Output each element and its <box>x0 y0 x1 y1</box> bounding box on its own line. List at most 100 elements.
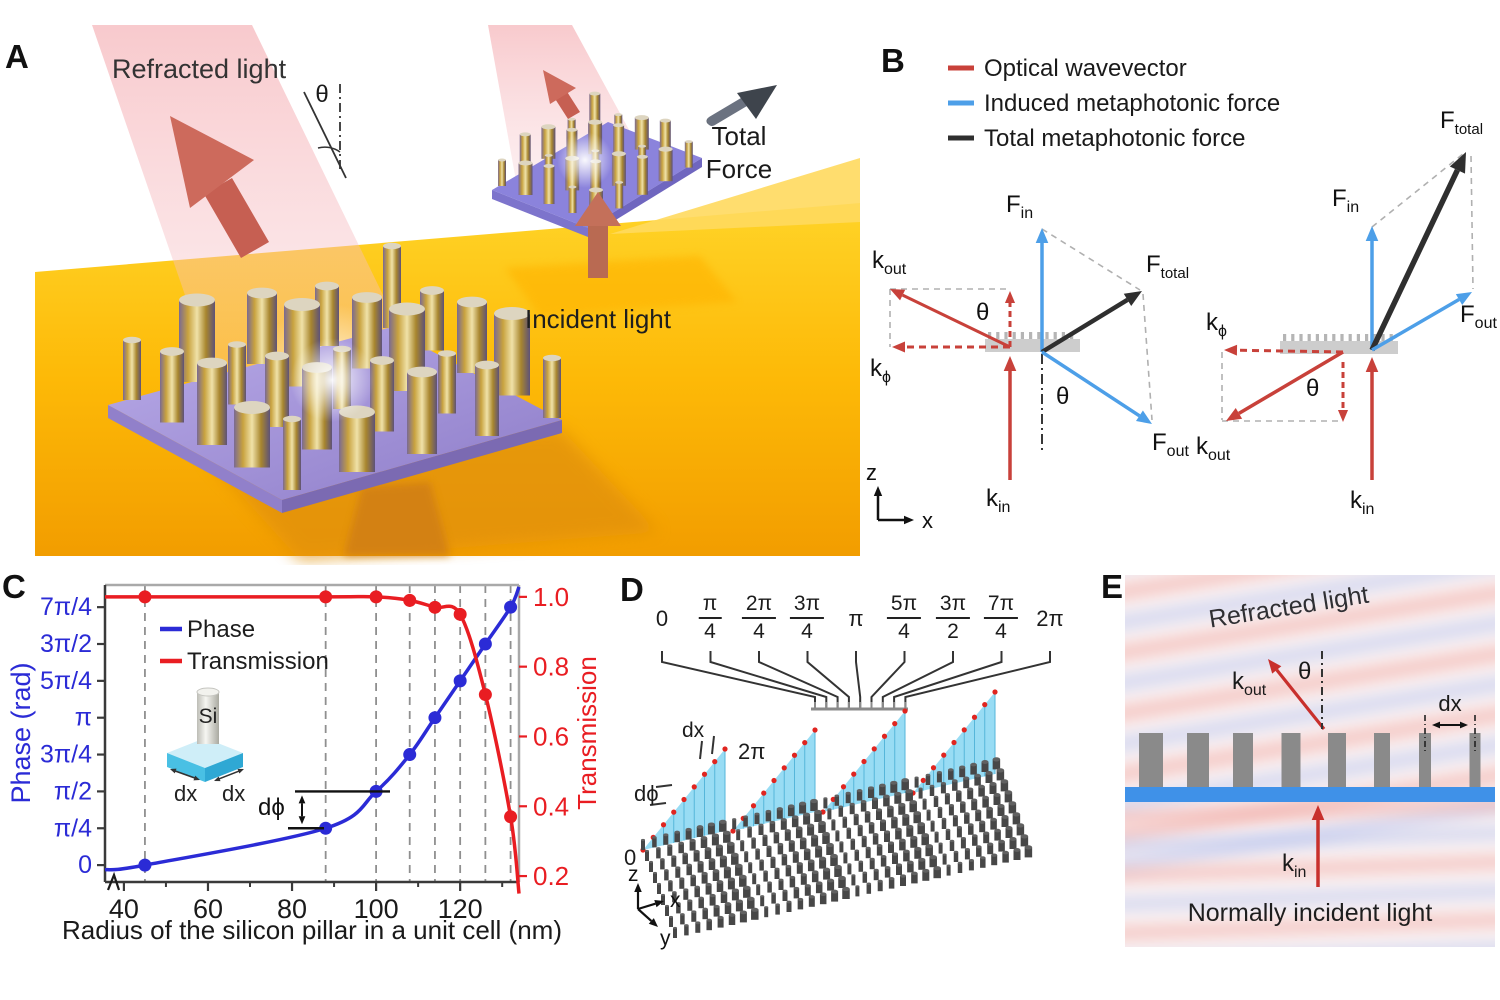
pillar-top <box>179 293 215 307</box>
array-pillar-top <box>775 903 780 906</box>
array-pillar <box>769 822 776 833</box>
array-pillar <box>888 843 894 853</box>
array-pillar-top <box>949 839 955 843</box>
array-pillar-top <box>996 768 1005 773</box>
pillar-top <box>659 118 671 123</box>
array-pillar <box>974 775 981 786</box>
pillar-top <box>636 154 648 159</box>
array-pillar <box>682 854 688 865</box>
array-pillar-top <box>896 863 902 867</box>
metasurface-tooth <box>1299 334 1303 341</box>
array-pillar-top <box>731 888 739 893</box>
array-pillar <box>705 884 712 895</box>
phase-data-point <box>504 600 518 614</box>
array-pillar-top <box>868 786 874 790</box>
array-pillar-top <box>922 868 930 873</box>
array-pillar <box>854 850 860 861</box>
dphi-label: dϕ <box>258 794 285 821</box>
array-pillar-top <box>694 885 700 889</box>
array-pillar-top <box>653 871 657 875</box>
gold-pillar <box>589 93 601 132</box>
ramp-phase-dot <box>750 803 757 809</box>
array-pillar-top <box>663 833 669 837</box>
ramp-phase-dot <box>802 740 808 746</box>
array-pillar-top <box>739 874 747 879</box>
array-pillar-top <box>675 866 681 870</box>
array-pillar <box>847 864 852 875</box>
dphi-arrow-down <box>298 806 306 825</box>
ftotal-arrow-left <box>1040 291 1142 354</box>
array-pillar <box>762 836 768 846</box>
array-pillar <box>827 809 832 820</box>
metasurface-tooth <box>1020 332 1024 339</box>
array-pillar <box>664 870 669 881</box>
array-pillar <box>814 812 822 822</box>
wave-band <box>1125 909 1495 943</box>
array-pillar-top <box>842 816 848 820</box>
array-pillar-top <box>963 776 970 780</box>
gold-pillar <box>407 372 437 454</box>
array-pillar <box>684 925 689 936</box>
ramp-phase-dot <box>851 771 857 777</box>
array-pillar <box>914 777 919 788</box>
panel-b-vector-diagrams: Optical wavevector Induced metaphotonic … <box>866 55 1497 533</box>
panel-a-3d-scene: θ Refracted light Total Force Incident l… <box>35 25 860 560</box>
x-tick-label: 80 <box>277 894 307 924</box>
array-pillar <box>918 788 923 799</box>
array-pillar <box>715 846 723 857</box>
gold-horizon-wedge <box>610 158 860 234</box>
array-pillar-top <box>905 789 913 794</box>
array-pillar-top <box>815 881 823 886</box>
array-pillar-top <box>895 827 902 832</box>
inset-base-left <box>167 753 205 782</box>
array-pillar <box>996 770 1005 781</box>
metasurface-bar <box>1280 341 1398 354</box>
refracted-light-arrow <box>170 116 269 258</box>
array-pillar <box>945 830 951 840</box>
array-pillar-top <box>842 886 850 892</box>
array-pillar-top <box>1009 837 1017 841</box>
array-pillar-top <box>787 804 795 809</box>
gold-pillar <box>634 117 649 150</box>
array-pillar-top <box>952 779 958 783</box>
array-pillar-top <box>686 863 692 867</box>
array-pillar <box>842 817 848 828</box>
two-pi-annotation: 2π <box>738 739 765 764</box>
array-pillar <box>775 904 780 915</box>
wave-band <box>1125 688 1495 797</box>
array-pillar <box>964 813 970 824</box>
phase-map-line <box>661 651 816 708</box>
metasurface-tooth <box>1315 334 1319 341</box>
array-pillar <box>972 835 978 846</box>
array-pillar <box>876 845 883 856</box>
pillar-top <box>352 292 382 303</box>
array-pillar <box>900 876 906 886</box>
array-pillar-top <box>831 819 836 822</box>
transmission-tick-label: 0.4 <box>533 791 569 821</box>
phase-data-point <box>403 748 417 762</box>
phase-map-line <box>870 651 906 708</box>
array-pillar <box>937 808 943 818</box>
array-pillar <box>872 834 879 845</box>
array-pillar <box>723 832 731 843</box>
array-pillar-top <box>672 891 677 894</box>
array-pillar <box>784 830 791 841</box>
array-pillar-top <box>941 817 947 821</box>
ramp-phase-dot <box>660 822 667 828</box>
array-pillar <box>835 831 840 842</box>
array-pillar <box>728 915 736 925</box>
array-pillar-top <box>998 839 1005 844</box>
array-pillar <box>892 854 898 864</box>
metasurface-tooth <box>1283 334 1287 341</box>
array-pillar-top <box>980 856 986 860</box>
array-pillar-top <box>803 812 811 817</box>
ftotal-arrow-right <box>1369 152 1466 352</box>
kin-arrow-left <box>1003 356 1017 480</box>
array-pillar-top <box>876 808 882 812</box>
gold-pillar <box>438 353 456 414</box>
array-pillar-top <box>854 849 860 853</box>
array-pillar-top <box>727 877 735 882</box>
array-pillar-top <box>778 878 784 882</box>
pillar-top <box>123 336 141 344</box>
array-pillar-top <box>899 838 906 843</box>
